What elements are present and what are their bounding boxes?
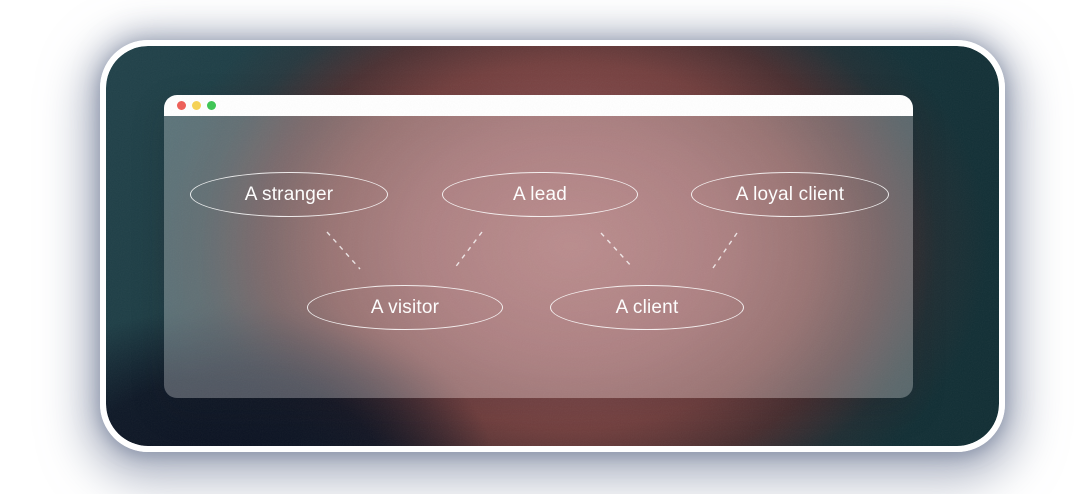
node-lead-label: A lead <box>512 183 568 205</box>
node-client-label: A client <box>615 296 679 318</box>
node-visitor: A visitor <box>307 285 503 330</box>
edge-stranger-visitor <box>326 231 361 270</box>
edge-lead-client <box>600 232 634 269</box>
node-stranger-label: A stranger <box>244 183 334 205</box>
edge-lead-visitor <box>453 231 483 270</box>
browser-titlebar <box>164 95 913 116</box>
browser-window: A stranger A lead A loyal client A visit… <box>164 95 913 398</box>
edge-loyal-client-client <box>712 232 738 269</box>
traffic-light-minimize-icon[interactable] <box>192 101 201 110</box>
card-gradient-background: A stranger A lead A loyal client A visit… <box>106 46 999 446</box>
traffic-light-zoom-icon[interactable] <box>207 101 216 110</box>
traffic-light-close-icon[interactable] <box>177 101 186 110</box>
node-visitor-label: A visitor <box>370 296 440 318</box>
node-client: A client <box>550 285 744 330</box>
illustration-card: A stranger A lead A loyal client A visit… <box>100 40 1005 452</box>
node-stranger: A stranger <box>190 172 388 217</box>
node-lead: A lead <box>442 172 638 217</box>
node-loyal-client-label: A loyal client <box>735 183 845 205</box>
node-loyal-client: A loyal client <box>691 172 889 217</box>
browser-content: A stranger A lead A loyal client A visit… <box>164 116 913 398</box>
diagram-edges <box>326 231 738 270</box>
